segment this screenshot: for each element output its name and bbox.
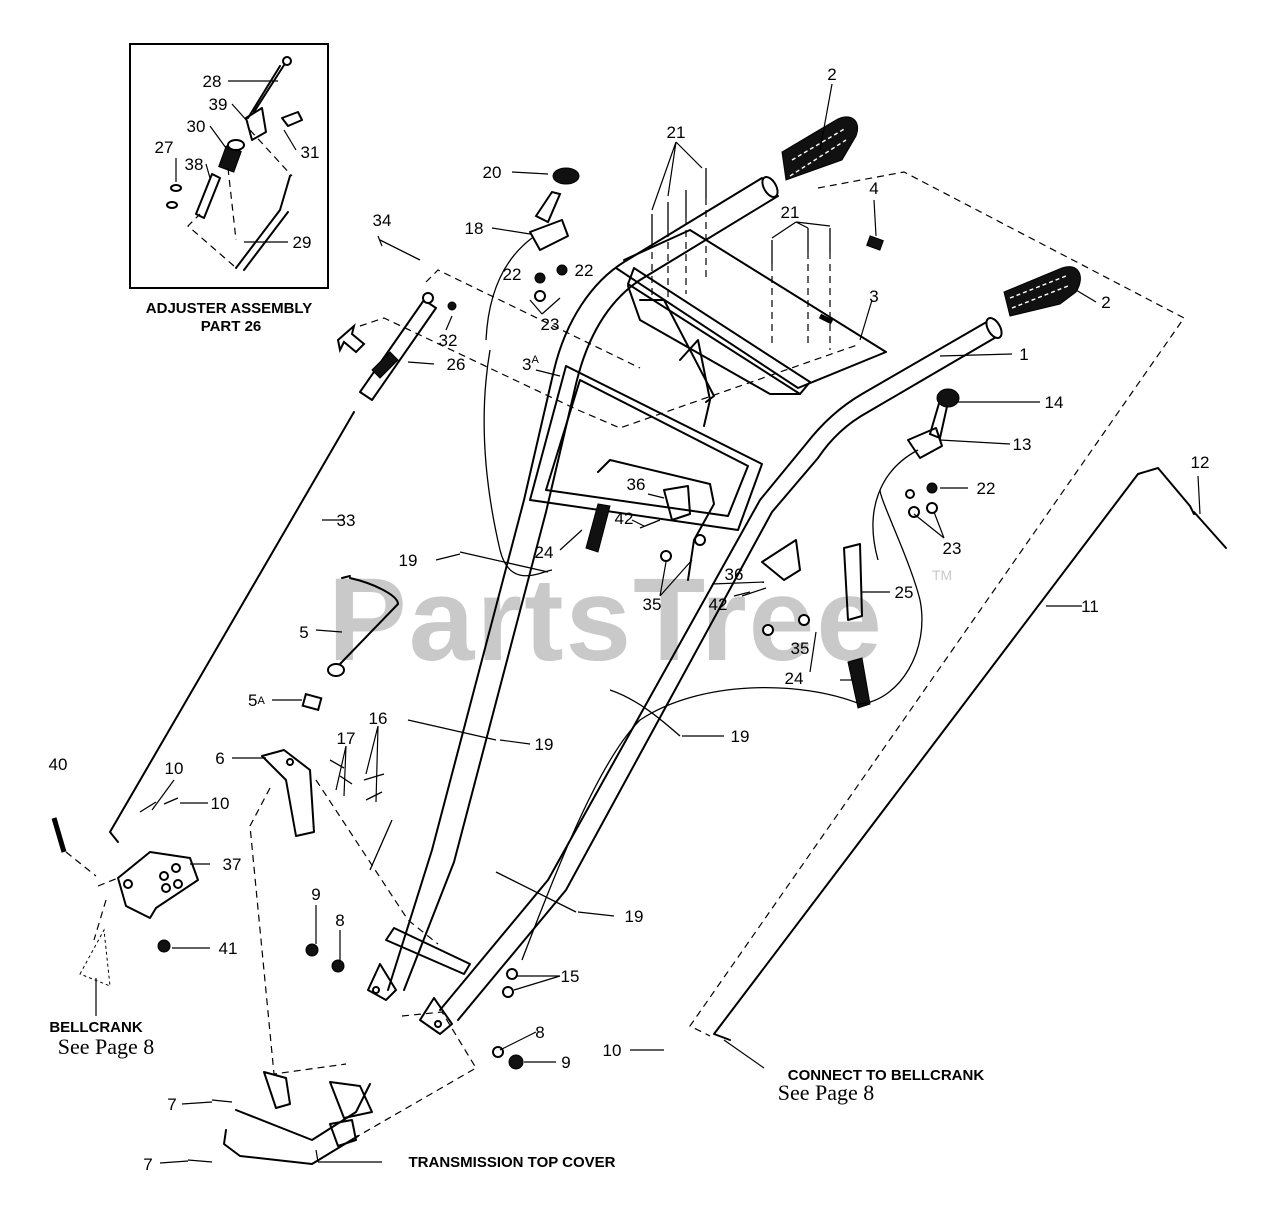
inset-caption-line2: PART 26 bbox=[201, 318, 262, 335]
label-19-upper: 19 bbox=[399, 551, 418, 570]
label-27: 27 bbox=[155, 138, 174, 157]
control-lever-14 bbox=[872, 388, 960, 561]
label-1: 1 bbox=[1019, 345, 1028, 364]
assembly-outline bbox=[689, 171, 1185, 1037]
label-12: 12 bbox=[1191, 453, 1210, 472]
label-15: 15 bbox=[561, 967, 580, 986]
inset-washer-39 bbox=[227, 139, 245, 151]
leader-lines bbox=[95, 83, 1201, 1164]
label-36-lower: 36 bbox=[725, 565, 744, 584]
label-35-left: 35 bbox=[643, 595, 662, 614]
label-10-lower: 10 bbox=[603, 1041, 622, 1060]
label-9-upper: 9 bbox=[311, 885, 320, 904]
transmission-cover-label: TRANSMISSION TOP COVER bbox=[409, 1154, 616, 1171]
transmission-cover bbox=[187, 943, 524, 1165]
inset-pin-38 bbox=[195, 173, 221, 219]
part-labels: 2 2 1 3 4 21 21 20 18 22 22 23 34 32 26 … bbox=[49, 65, 1210, 1174]
label-6: 6 bbox=[215, 749, 224, 768]
label-23-right: 23 bbox=[943, 539, 962, 558]
screws-21 bbox=[651, 168, 831, 350]
label-28: 28 bbox=[203, 72, 222, 91]
bellcrank-note-ref: See Page 8 bbox=[58, 1034, 155, 1059]
label-8-lower: 8 bbox=[535, 1023, 544, 1042]
label-17: 17 bbox=[337, 729, 356, 748]
label-19-mid-left: 19 bbox=[535, 735, 554, 754]
brake-levers bbox=[585, 459, 871, 709]
label-30: 30 bbox=[187, 117, 206, 136]
label-11: 11 bbox=[1081, 597, 1099, 616]
label-41: 41 bbox=[219, 939, 238, 958]
handle-frame bbox=[367, 176, 1003, 1035]
label-23-left: 23 bbox=[541, 315, 560, 334]
label-19-mid-right: 19 bbox=[731, 727, 750, 746]
label-13: 13 bbox=[1013, 435, 1032, 454]
adjuster-26 bbox=[359, 239, 457, 401]
label-29: 29 bbox=[293, 233, 312, 252]
label-21-right: 21 bbox=[781, 203, 800, 222]
cables-19 bbox=[369, 349, 923, 961]
inset-caption-line1: ADJUSTER ASSEMBLY bbox=[146, 300, 312, 317]
label-26: 26 bbox=[447, 355, 466, 374]
label-21-left: 21 bbox=[667, 123, 686, 142]
label-10-upper: 10 bbox=[165, 759, 184, 778]
label-36-upper: 36 bbox=[627, 475, 646, 494]
bellcrank-note-title: BELLCRANK bbox=[49, 1019, 142, 1036]
label-2-upper: 2 bbox=[827, 65, 836, 84]
label-19-lower: 19 bbox=[625, 907, 644, 926]
shift-lever-5 bbox=[301, 575, 399, 712]
label-39: 39 bbox=[209, 95, 228, 114]
label-35-right: 35 bbox=[791, 639, 810, 658]
label-22-mid: 22 bbox=[575, 261, 594, 280]
label-42-upper: 42 bbox=[615, 509, 634, 528]
label-18: 18 bbox=[465, 219, 484, 238]
label-2-lower: 2 bbox=[1101, 293, 1110, 312]
label-33: 33 bbox=[337, 511, 356, 530]
label-24-lower: 24 bbox=[785, 669, 804, 688]
label-42-lower: 42 bbox=[709, 595, 728, 614]
inset-rod-28 bbox=[247, 61, 287, 119]
label-8-upper: 8 bbox=[335, 911, 344, 930]
rod-33 bbox=[109, 411, 355, 843]
label-38: 38 bbox=[185, 155, 204, 174]
label-9-lower: 9 bbox=[561, 1053, 570, 1072]
label-24-upper: 24 bbox=[535, 543, 554, 562]
pointer-arrow-icon bbox=[336, 323, 366, 354]
label-5a: 5A bbox=[248, 691, 265, 710]
label-14: 14 bbox=[1045, 393, 1064, 412]
watermark-tm: TM bbox=[932, 567, 952, 583]
label-5: 5 bbox=[299, 623, 308, 642]
bellcrank-arm-37 bbox=[51, 797, 199, 987]
console-parts bbox=[529, 229, 887, 531]
label-7-upper: 7 bbox=[167, 1095, 176, 1114]
adjuster-assembly-inset bbox=[129, 43, 329, 289]
bracket-6 bbox=[249, 749, 439, 1075]
label-3: 3 bbox=[869, 287, 878, 306]
connect-note-title: CONNECT TO BELLCRANK bbox=[788, 1067, 985, 1084]
bolt-3 bbox=[818, 313, 834, 325]
label-40: 40 bbox=[49, 755, 68, 774]
grip-lower bbox=[1003, 266, 1081, 317]
label-4: 4 bbox=[869, 179, 878, 198]
inset-bracket-29 bbox=[235, 175, 291, 271]
inset-clip-31 bbox=[281, 111, 303, 127]
control-lever-20 bbox=[485, 167, 580, 341]
label-10-mid: 10 bbox=[211, 794, 230, 813]
label-32: 32 bbox=[439, 331, 458, 350]
label-3a: 3A bbox=[522, 354, 539, 374]
label-7-lower: 7 bbox=[143, 1155, 152, 1174]
label-37: 37 bbox=[223, 855, 242, 874]
nut-4 bbox=[866, 235, 884, 251]
label-22-left: 22 bbox=[503, 265, 522, 284]
rod-11 bbox=[713, 467, 1227, 1041]
connect-note-ref: See Page 8 bbox=[778, 1080, 875, 1105]
label-16: 16 bbox=[369, 709, 388, 728]
label-25: 25 bbox=[895, 583, 914, 602]
label-31: 31 bbox=[301, 143, 320, 162]
label-34: 34 bbox=[373, 211, 392, 230]
label-22-right: 22 bbox=[977, 479, 996, 498]
label-20: 20 bbox=[483, 163, 502, 182]
